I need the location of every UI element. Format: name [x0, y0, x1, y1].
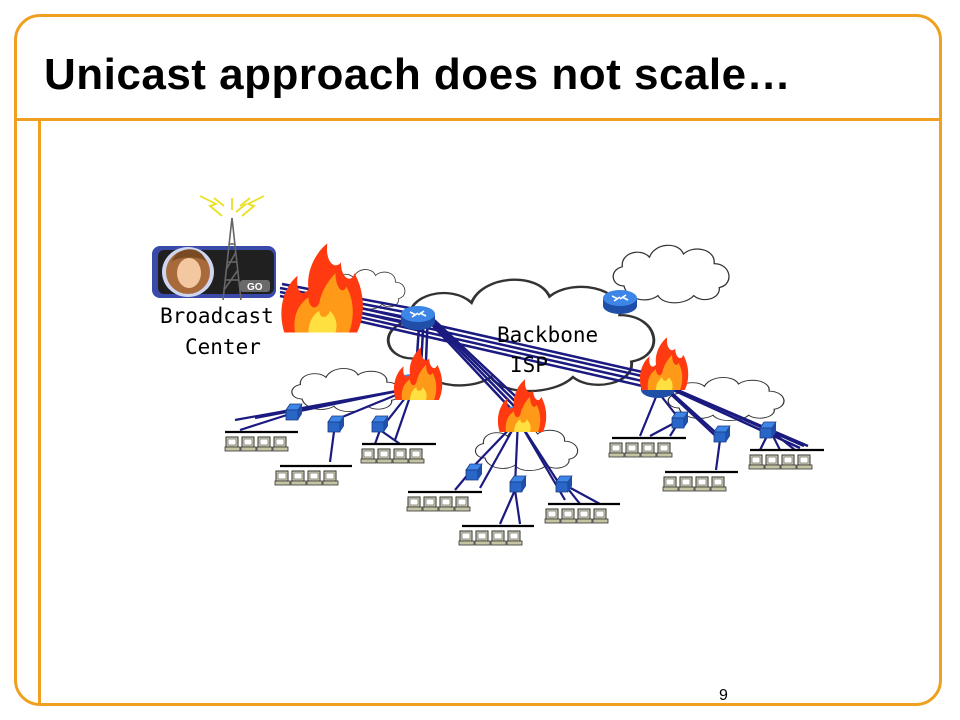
switch-9 [759, 421, 777, 439]
switch-1 [285, 403, 303, 421]
host-group-3 [360, 448, 425, 464]
broadcast-player [152, 246, 276, 298]
router-backbone-right [602, 289, 638, 315]
slide-frame [14, 14, 942, 706]
host-group-1 [224, 436, 289, 452]
router-backbone-entry [400, 305, 436, 331]
broadcast-center-label-line2: Center [185, 335, 261, 359]
backbone-isp-label-line2: ISP [510, 353, 548, 377]
host-group-2 [274, 470, 339, 486]
title-divider [16, 118, 940, 121]
cloud-left [291, 367, 402, 413]
switch-5 [509, 475, 527, 493]
fire-source [281, 243, 363, 333]
switch-3 [371, 415, 389, 433]
switch-8 [713, 425, 731, 443]
antenna-tower [222, 217, 242, 301]
switch-7 [671, 411, 689, 429]
player-go-button[interactable]: GO [247, 282, 263, 293]
lan-segments [225, 430, 824, 528]
switch-4 [465, 463, 483, 481]
host-group-5 [458, 530, 523, 546]
host-group-6 [544, 508, 609, 524]
switch-6 [555, 475, 573, 493]
slide-title: Unicast approach does not scale… [44, 50, 792, 99]
side-divider [38, 118, 41, 704]
backbone-isp-label-line1: Backbone [497, 323, 598, 347]
host-group-8 [662, 476, 727, 492]
broadcast-center-label-line1: Broadcast [160, 304, 274, 328]
page-number: 9 [719, 687, 728, 704]
host-group-4 [406, 496, 471, 512]
host-group-9 [748, 454, 813, 470]
host-group-7 [608, 442, 673, 458]
switch-2 [327, 415, 345, 433]
broadcast-signal [199, 195, 265, 217]
